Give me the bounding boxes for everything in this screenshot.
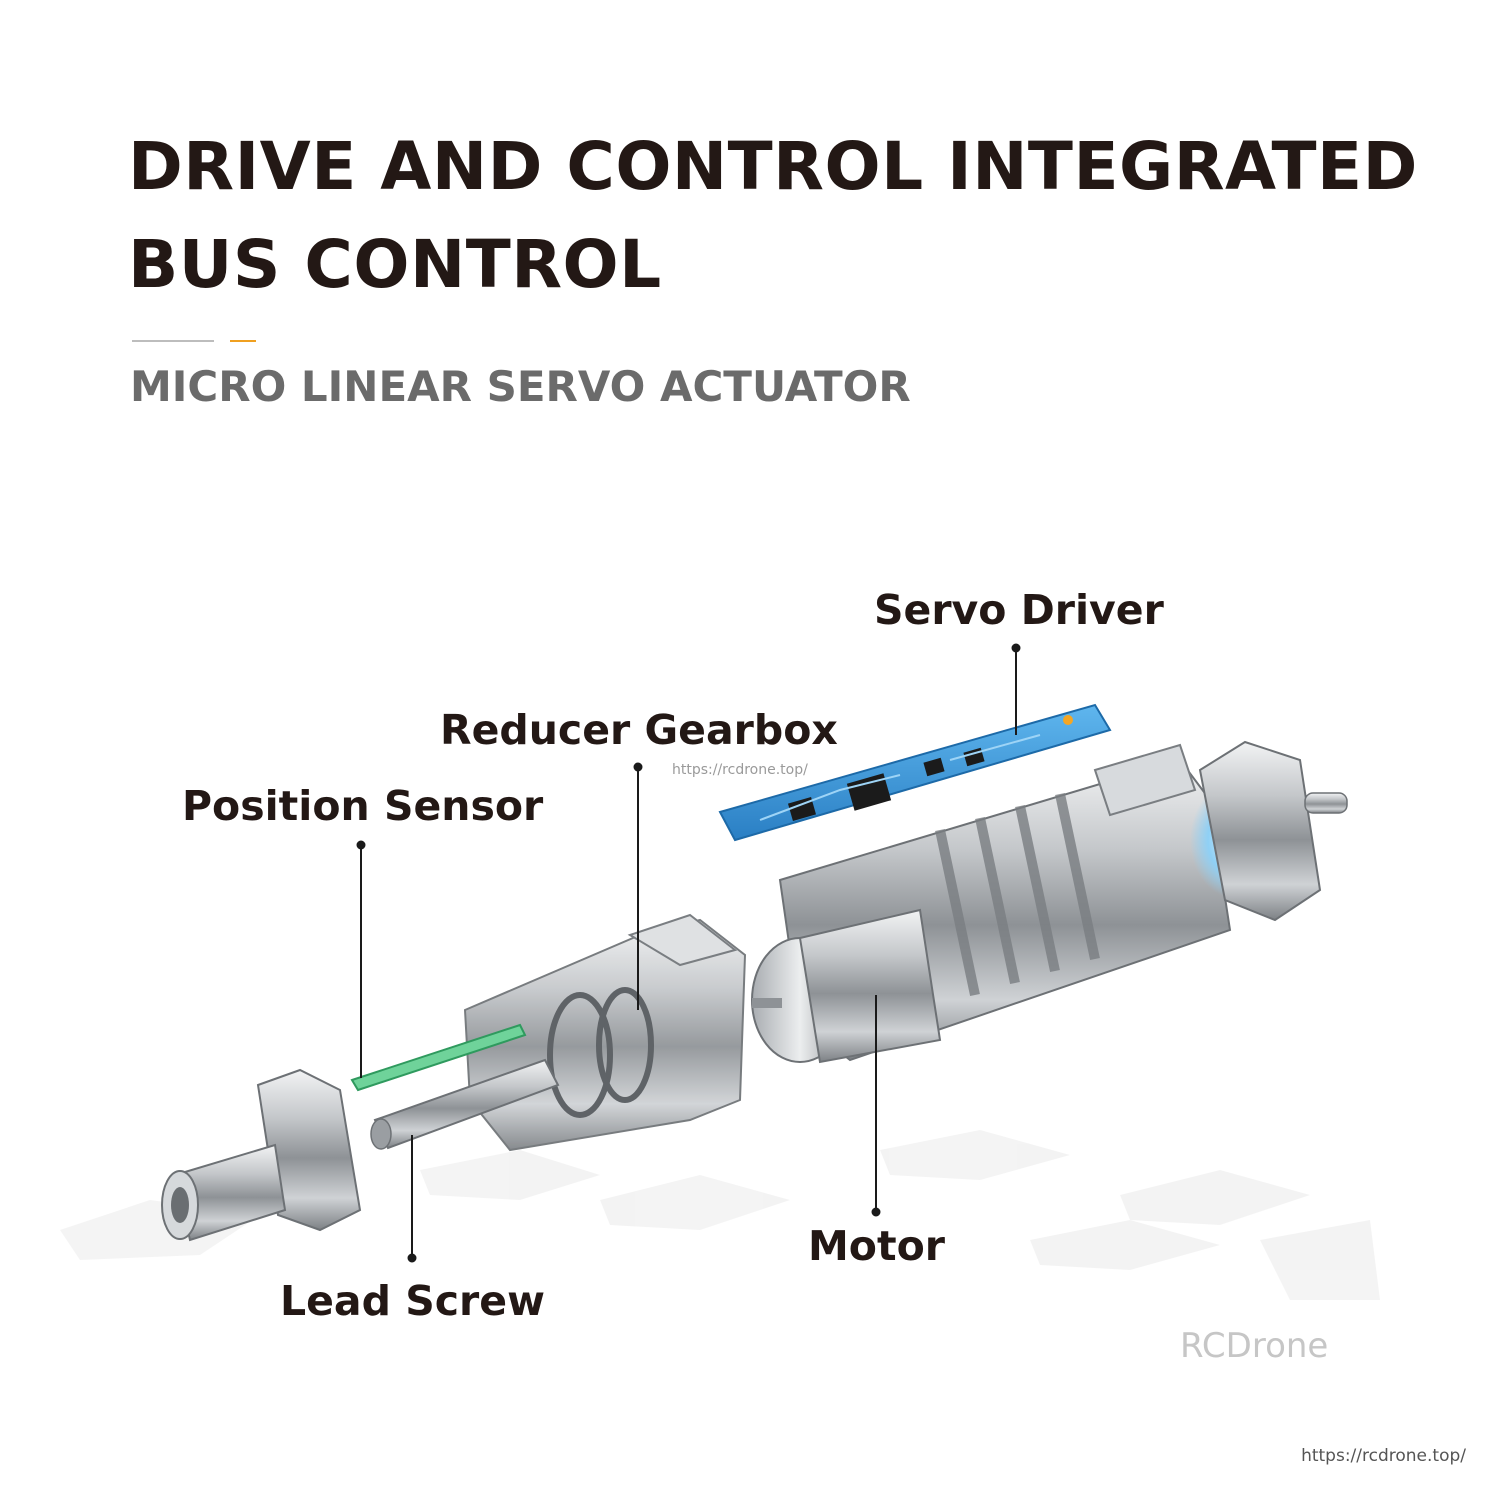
divider-accent — [230, 340, 256, 342]
label-servo-driver: Servo Driver — [874, 586, 1164, 634]
watermark-brand: RCDrone — [1180, 1326, 1329, 1366]
hex-floor — [60, 1130, 1380, 1300]
watermark-center-url: https://rcdrone.top/ — [672, 762, 808, 778]
label-position-sensor: Position Sensor — [182, 782, 544, 830]
title-line-1: DRIVE AND CONTROL INTEGRATED — [128, 128, 1418, 205]
leader-lines — [356, 643, 1021, 1263]
servo-driver-pcb — [718, 703, 1112, 842]
lead-screw — [370, 1058, 560, 1150]
motor-can — [751, 908, 942, 1064]
front-end-cap — [161, 1068, 362, 1242]
position-sensor-strip — [350, 1023, 527, 1092]
title-line-2: BUS CONTROL — [128, 226, 662, 303]
rear-end-cap — [1190, 740, 1348, 922]
label-reducer-gearbox: Reducer Gearbox — [440, 706, 838, 754]
footer-url[interactable]: https://rcdrone.top/ — [1301, 1446, 1466, 1466]
divider-gray — [132, 340, 214, 342]
subtitle: MICRO LINEAR SERVO ACTUATOR — [130, 362, 911, 411]
label-lead-screw: Lead Screw — [280, 1277, 545, 1325]
label-motor: Motor — [808, 1222, 945, 1270]
